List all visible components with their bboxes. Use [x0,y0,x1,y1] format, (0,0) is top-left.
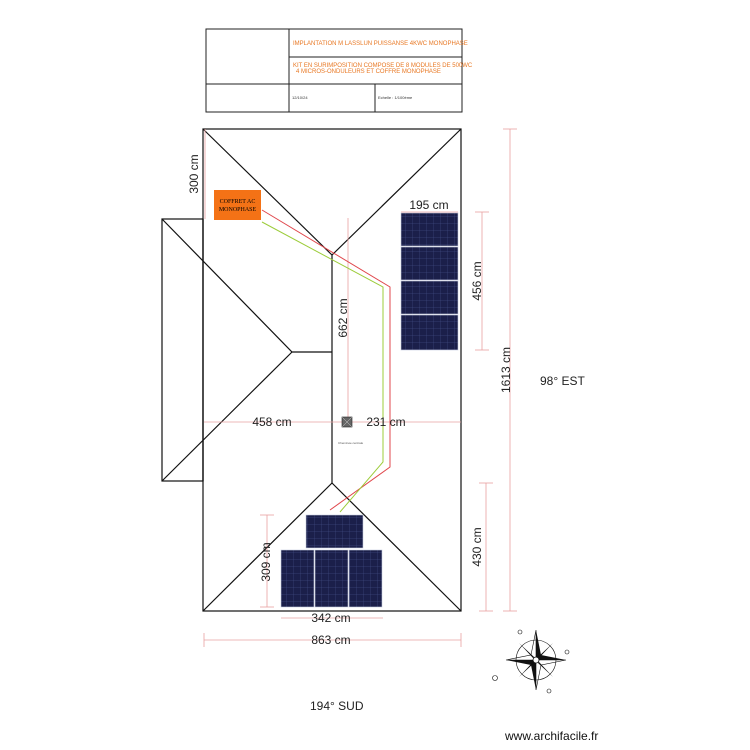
dim-456: 456 cm [470,261,484,300]
solar-panel [348,549,383,608]
plan-date: 12/10/24 [292,95,308,100]
solar-panel [314,549,349,608]
solar-panel [400,314,459,351]
dim-430: 430 cm [470,527,484,566]
dimension-labels: 300 cm 195 cm 456 cm 662 cm 1613 cm 458 … [187,154,513,647]
plan-scale: Echelle : 1/100ème [378,95,413,100]
south-orientation: 194° SUD [310,699,364,713]
dim-309: 309 cm [259,542,273,581]
solar-panel [400,212,459,247]
panel-array-south [280,514,383,608]
title-block: IMPLANTATION M LASSLUN PUISSANSE 4KWC MO… [205,28,473,113]
coffret-label-line1: COFFRET AC [220,199,256,205]
panel-array-east [400,212,459,351]
dim-662: 662 cm [336,298,350,337]
kit-description-line2: 4 MICROS-ONDULEURS ET COFFRE MONOPHASE [296,69,441,75]
dim-231: 231 cm [366,415,405,429]
chimney: Cheminée centrale [338,416,364,445]
solar-panel [400,280,459,315]
green-cable [261,221,384,513]
coffret-ac-box: COFFRET AC MONOPHASE [214,190,261,220]
dim-863: 863 cm [311,633,350,647]
project-title: IMPLANTATION M LASSLUN PUISSANSE 4KWC MO… [293,41,468,47]
dim-342: 342 cm [311,611,350,625]
archifacile-watermark[interactable]: www.archifacile.fr [504,729,598,743]
compass-rose-icon [492,629,570,694]
kit-description-line1: KIT EN SURIMPOSITION COMPOSE DE 8 MODULE… [293,63,473,69]
dim-1613: 1613 cm [499,347,513,393]
dim-458: 458 cm [252,415,291,429]
chimney-note: Cheminée centrale [338,441,364,445]
dim-195: 195 cm [409,198,448,212]
solar-panel [280,549,315,608]
solar-panel [305,514,364,549]
dim-300: 300 cm [187,154,201,193]
wing-roof [161,218,332,482]
red-cable [261,209,391,511]
coffret-label-line2: MONOPHASE [219,207,257,213]
dimension-lines [203,128,517,647]
solar-panel [400,246,459,281]
east-orientation: 98° EST [540,374,585,388]
